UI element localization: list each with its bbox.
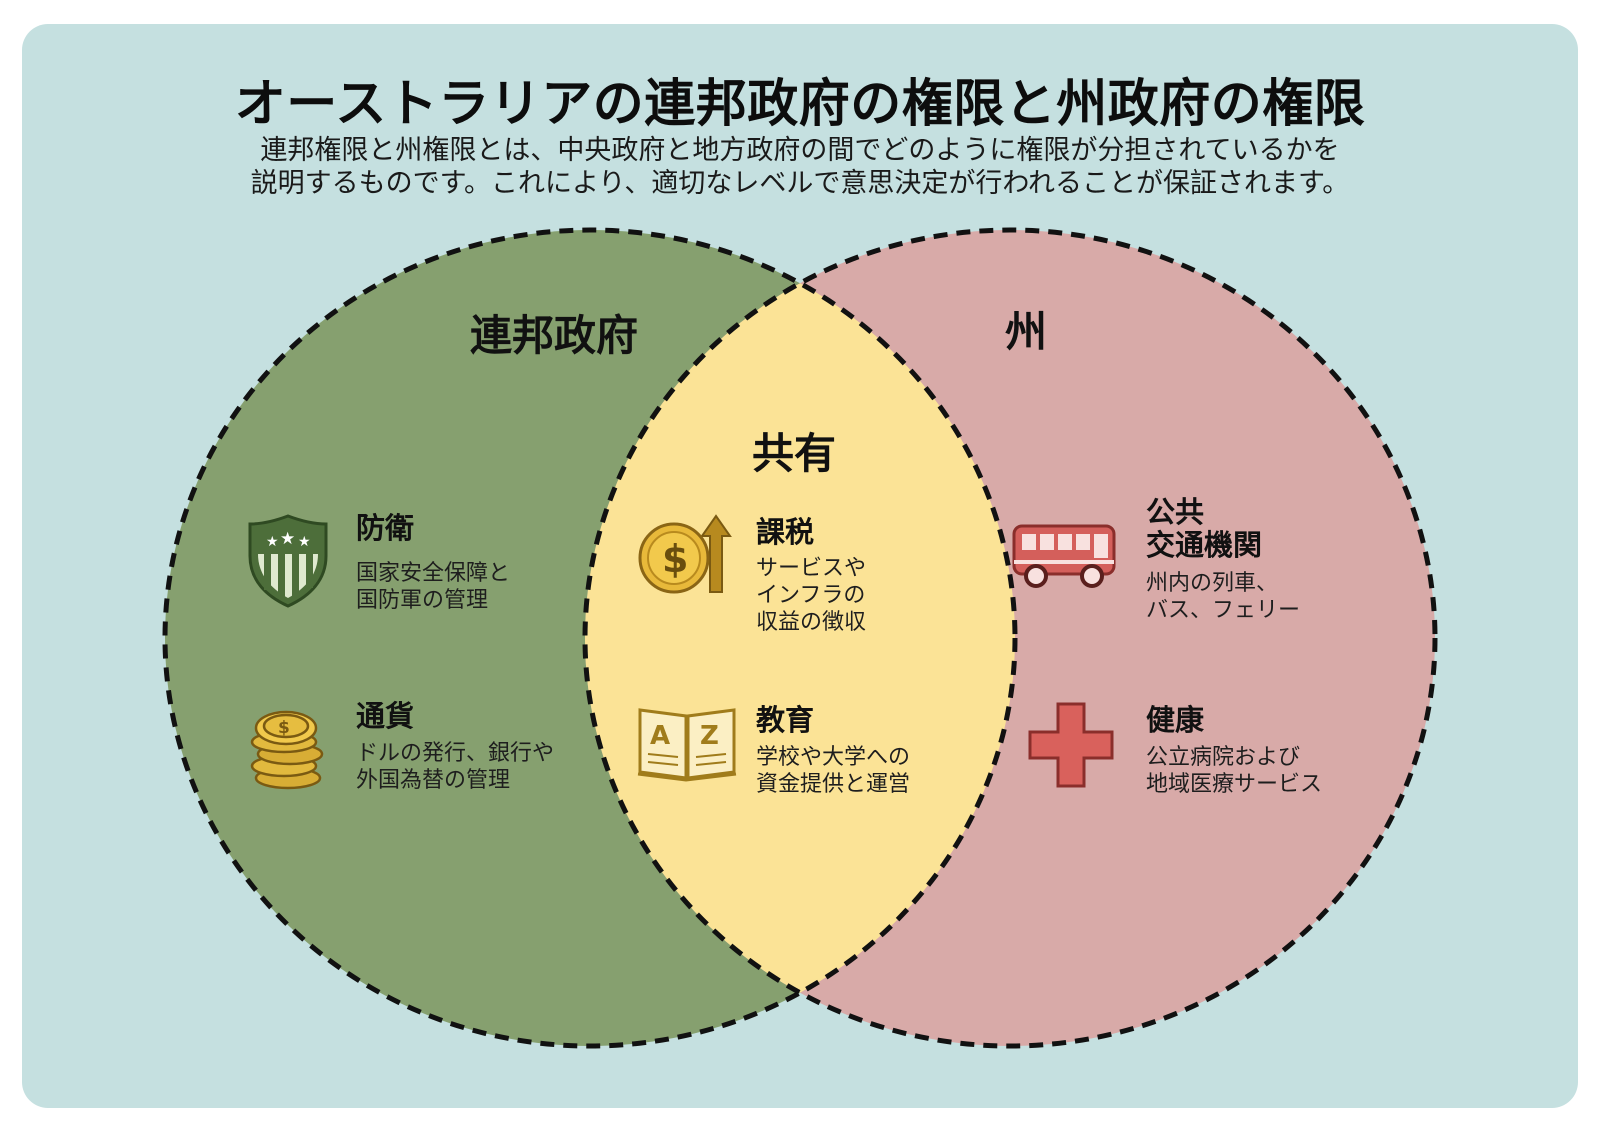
svg-text:★: ★ [280, 529, 295, 549]
currency-title: 通貨 [356, 699, 415, 733]
shield-icon: ★ ★ ★ [248, 514, 328, 608]
defense-description: 国家安全保障と 国防軍の管理 [356, 560, 510, 614]
health-desc-line-1: 公立病院および [1146, 745, 1301, 770]
health-title: 健康 [1146, 703, 1205, 737]
public-transport-title: 公共 交通機関 [1146, 496, 1262, 562]
taxation-description: サービスや インフラの 収益の徴収 [756, 555, 866, 636]
public-transport-description: 州内の列車、 バス、フェリー [1146, 570, 1300, 624]
education-description: 学校や大学への 資金提供と運営 [756, 744, 910, 798]
shared-region [585, 230, 1015, 1046]
state-circle-outline [582, 227, 1438, 1049]
page-title: オーストラリアの連邦政府の権限と州政府の権限 [234, 75, 1366, 134]
svg-text:$: $ [662, 537, 688, 581]
taxation-title: 課税 [756, 515, 815, 549]
svg-text:Z: Z [700, 721, 719, 751]
state-heading: 州 [1005, 307, 1048, 356]
svg-text:★: ★ [298, 534, 311, 550]
education-desc-line-2: 資金提供と運営 [756, 772, 911, 797]
defense-desc-line-2: 国防軍の管理 [356, 588, 489, 613]
education-title: 教育 [756, 703, 815, 737]
federal-circle-outline [162, 227, 1018, 1049]
currency-desc-line-2: 外国為替の管理 [356, 768, 511, 793]
svg-text:★: ★ [266, 534, 279, 550]
shared-heading: 共有 [752, 429, 837, 478]
coin-stack-icon: $ [250, 710, 324, 790]
education-desc-line-1: 学校や大学への [756, 745, 911, 770]
taxation-desc-line-3: 収益の徴収 [756, 610, 867, 635]
currency-description: ドルの発行、銀行や 外国為替の管理 [356, 740, 554, 794]
taxation-desc-line-1: サービスや [756, 556, 867, 581]
open-book-icon: A Z [637, 708, 737, 782]
public-transport-title-line-1: 公共 [1146, 495, 1205, 529]
svg-text:$: $ [278, 718, 290, 738]
health-description: 公立病院および 地域医療サービス [1146, 744, 1322, 798]
public-transport-desc-line-2: バス、フェリー [1146, 598, 1301, 623]
federal-heading: 連邦政府 [470, 311, 639, 360]
currency-desc-line-1: ドルの発行、銀行や [356, 741, 555, 766]
medical-cross-icon [1028, 702, 1114, 788]
public-transport-desc-line-1: 州内の列車、 [1146, 571, 1279, 596]
subtitle-line-2: 説明するものです。これにより、適切なレベルで意思決定が行われることが保証されます… [250, 168, 1350, 199]
dollar-coin-arrow-icon: $ [638, 514, 732, 594]
taxation-desc-line-2: インフラの [756, 583, 866, 608]
svg-text:A: A [650, 721, 670, 751]
page-subtitle: 連邦権限と州権限とは、中央政府と地方政府の間でどのように権限が分担されているかを… [100, 134, 1500, 200]
defense-title: 防衛 [356, 511, 415, 545]
bus-icon [1012, 524, 1116, 588]
health-desc-line-2: 地域医療サービス [1146, 772, 1323, 797]
public-transport-title-line-2: 交通機関 [1146, 528, 1263, 562]
subtitle-line-1: 連邦権限と州権限とは、中央政府と地方政府の間でどのように権限が分担されているかを [260, 135, 1340, 166]
defense-desc-line-1: 国家安全保障と [356, 561, 511, 586]
